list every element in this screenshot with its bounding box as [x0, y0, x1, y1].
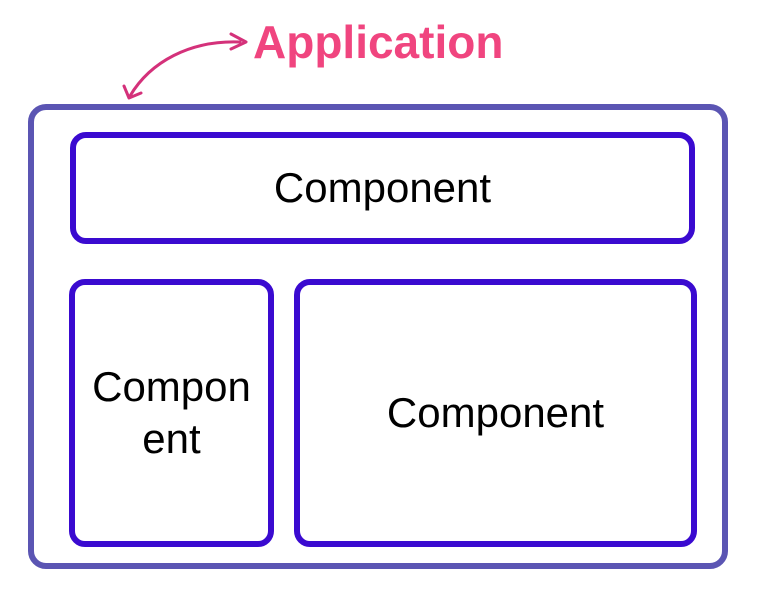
component-right: Component — [294, 279, 697, 547]
component-top-label: Component — [273, 164, 492, 211]
component-left-label: Compo­nent — [92, 363, 251, 462]
component-top: Component — [70, 132, 695, 244]
component-right-label: Component — [386, 389, 605, 436]
curved-arrow-icon — [122, 32, 248, 100]
application-label: Application — [253, 16, 504, 68]
application-container — [28, 104, 728, 569]
component-left: Compo­nent — [69, 279, 274, 547]
